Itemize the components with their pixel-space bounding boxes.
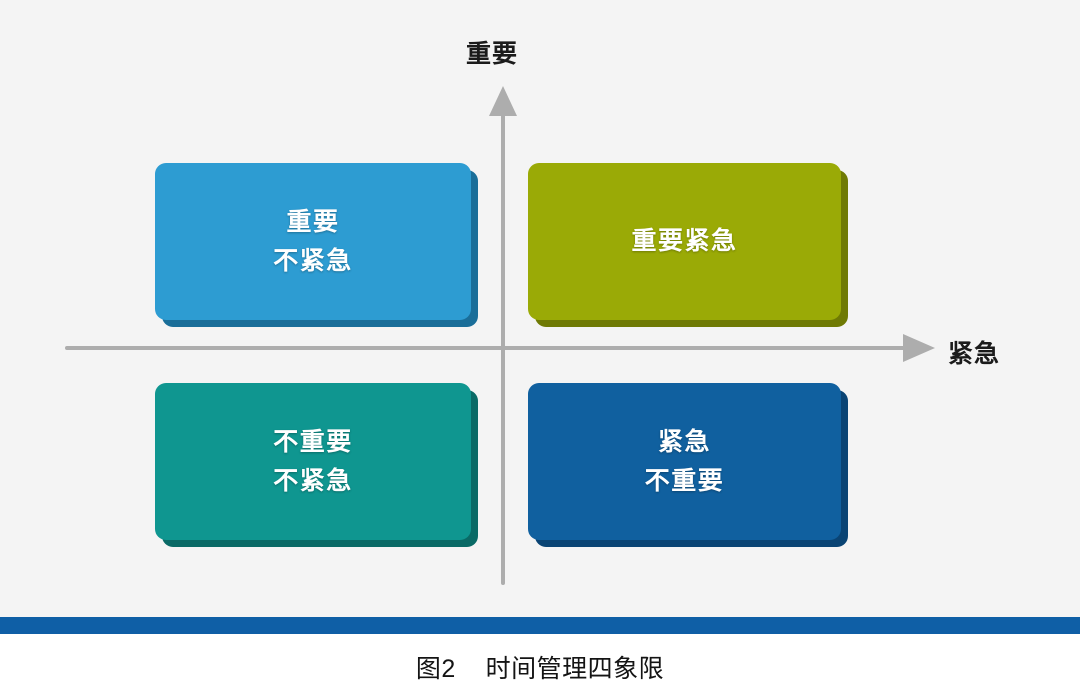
caption-area: 图2 时间管理四象限	[0, 634, 1080, 699]
quadrant-important-urgent[interactable]: 重要紧急	[528, 163, 848, 327]
quadrant-label-line-1: 紧急	[657, 427, 711, 456]
figure-caption: 图2 时间管理四象限	[415, 654, 665, 683]
quadrant-label-line-1: 不重要	[273, 427, 353, 456]
vertical-axis-line	[501, 105, 505, 585]
quadrant-label-line-2: 不紧急	[273, 246, 353, 275]
quadrant-face	[155, 163, 471, 320]
quadrant-face	[155, 383, 471, 540]
horizontal-axis-line	[65, 346, 910, 350]
bottom-divider-rule	[0, 617, 1080, 634]
vertical-axis-arrow-icon	[489, 86, 517, 116]
quadrant-label-line-1: 重要紧急	[631, 227, 738, 256]
horizontal-axis-arrow-icon	[903, 334, 935, 362]
diagram-canvas: 重要 紧急 重要 不紧急 重要紧急 不重要 不紧急 紧急 不重要	[0, 0, 1080, 617]
quadrant-important-not-urgent[interactable]: 重要 不紧急	[155, 163, 478, 327]
quadrant-label-line-2: 不紧急	[273, 466, 353, 495]
axis-label-urgent: 紧急	[948, 340, 1001, 368]
quadrant-not-important-not-urgent[interactable]: 不重要 不紧急	[155, 383, 478, 547]
quadrant-urgent-not-important[interactable]: 紧急 不重要	[528, 383, 848, 547]
quadrant-face	[528, 383, 841, 540]
quadrant-label-line-1: 重要	[286, 207, 340, 236]
quadrant-label-line-2: 不重要	[644, 466, 725, 495]
quadrant-face	[528, 163, 841, 320]
axis-label-important: 重要	[466, 40, 519, 68]
